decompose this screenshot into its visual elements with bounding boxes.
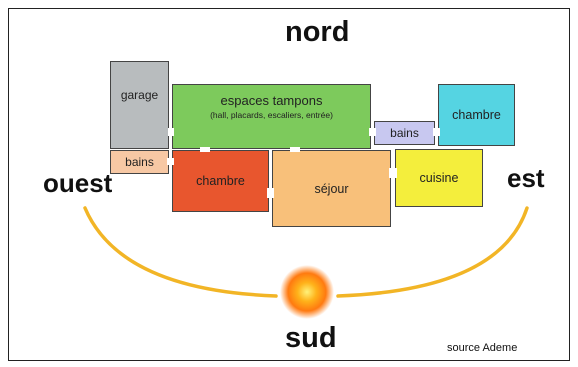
room-garage: garage [110,61,169,149]
door-buffer-living [290,147,300,152]
door-living-kitchen [389,168,397,178]
door-bath-bedroom [433,128,440,136]
sun-arc-west [83,206,278,298]
direction-north: nord [285,16,350,48]
room-living-label: séjour [314,181,349,196]
source-credit: source Ademe [447,342,518,354]
room-garage-label: garage [120,88,159,102]
room-bedroom-northeast: chambre [438,84,515,146]
room-bath-left-label: bains [125,155,154,169]
room-living: séjour [272,150,391,227]
room-bath-left: bains [110,150,169,174]
room-bedroom-northeast-label: chambre [452,108,501,122]
room-kitchen-label: cuisine [419,171,459,185]
room-bath-right: bains [374,121,435,145]
room-bedroom-southwest: chambre [172,150,269,212]
room-buffer-spaces: espaces tampons (hall, placards, escalie… [172,84,371,149]
room-kitchen: cuisine [395,149,483,207]
direction-east: est [507,163,545,193]
room-bath-right-label: bains [390,126,419,140]
sun-arc-east [336,206,529,298]
room-bedroom-southwest-label: chambre [196,174,245,188]
door-garage-buffer [168,128,174,136]
direction-west: ouest [43,168,113,198]
room-buffer-sublabel: (hall, placards, escaliers, entrée) [210,110,333,120]
door-bedroom-living [267,188,274,198]
door-buffer-bath [369,128,376,136]
room-buffer-label: espaces tampons [220,93,323,108]
door-buffer-bedroom [200,147,210,152]
direction-south: sud [285,322,337,354]
sun-icon [280,265,334,319]
door-bath-left-bedroom [167,158,174,165]
